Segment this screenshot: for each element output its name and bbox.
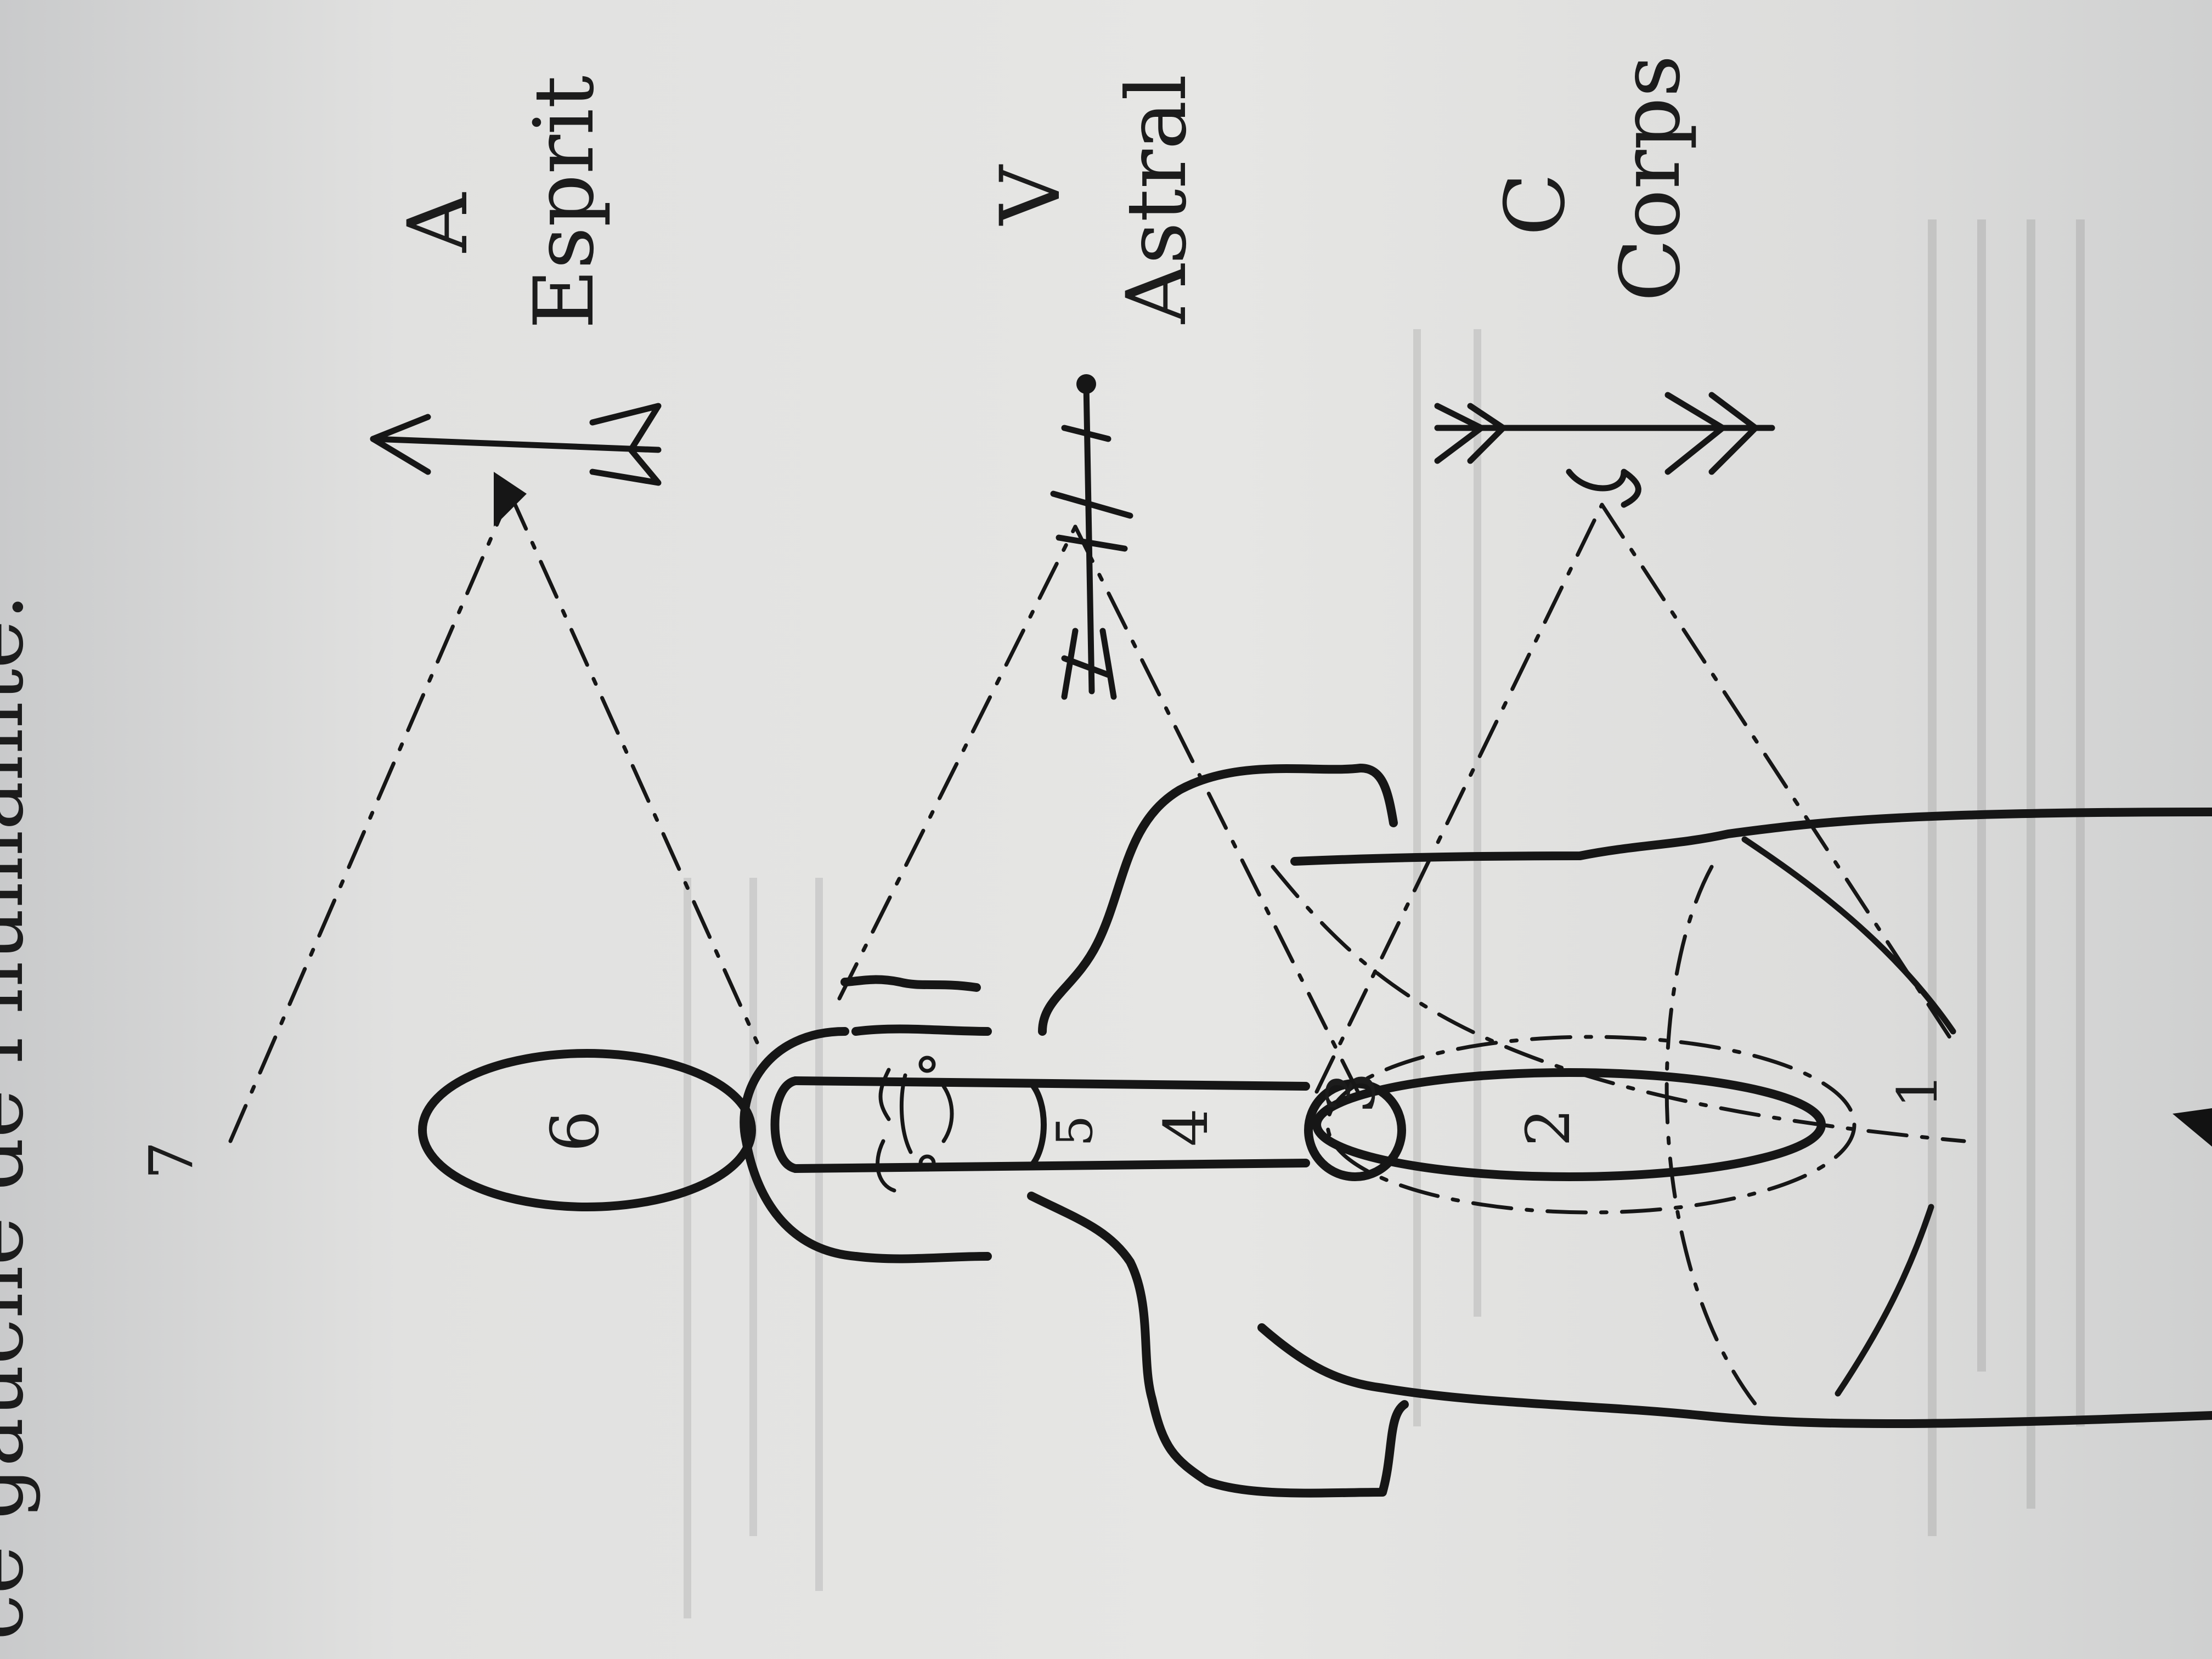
esprit-arrow: [370, 403, 662, 527]
number-1: 1: [1886, 1073, 1950, 1108]
number-7: 7: [136, 1141, 206, 1180]
label-group-astral: V Astral: [983, 74, 1205, 324]
label-group-corps: C Corps: [1488, 55, 1699, 302]
circle-3: 3: [1304, 1072, 1406, 1181]
label-letter-a: A: [391, 192, 486, 253]
bleed-through-texture: [684, 219, 2085, 1618]
label-word-corps: Corps: [1603, 55, 1699, 302]
corps-arrow: [1434, 392, 1775, 508]
label-letter-c: C: [1488, 173, 1583, 236]
page-text-line: ce gauche de l'humanite.: [0, 594, 42, 1640]
number-5: 5: [1046, 1115, 1104, 1147]
label-group-esprit: A Esprit: [391, 76, 612, 329]
number-4: 4: [1151, 1108, 1221, 1147]
label-letter-v: V: [983, 164, 1079, 226]
label-word-astral: Astral: [1109, 74, 1205, 324]
body-outline: [740, 764, 2212, 1498]
astral-arrow: [1050, 374, 1133, 700]
number-6: 6: [538, 1110, 614, 1152]
projection-lines: [228, 492, 1966, 1407]
central-column: [770, 1035, 1857, 1215]
ellipse-6: [418, 1049, 756, 1211]
number-2: 2: [1513, 1108, 1583, 1147]
label-word-esprit: Esprit: [517, 76, 612, 329]
